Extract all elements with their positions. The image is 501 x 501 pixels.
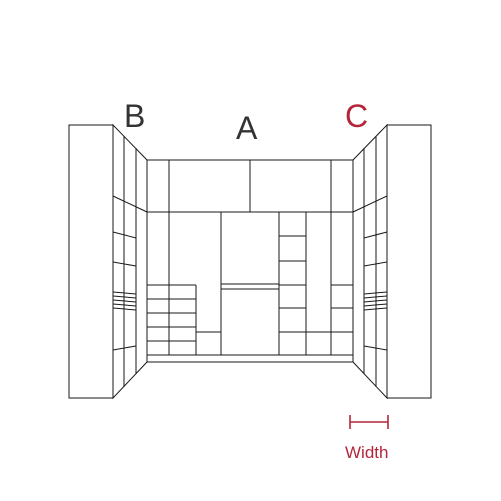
- section-label-c: C: [345, 98, 369, 134]
- right-side-panel: [352, 123, 432, 400]
- back-wall: [146, 159, 354, 363]
- width-label: Width: [345, 443, 389, 462]
- section-label-b: B: [124, 98, 146, 134]
- width-dimension-marker: [349, 415, 389, 429]
- left-side-panel: [68, 123, 148, 400]
- section-label-a: A: [236, 110, 258, 146]
